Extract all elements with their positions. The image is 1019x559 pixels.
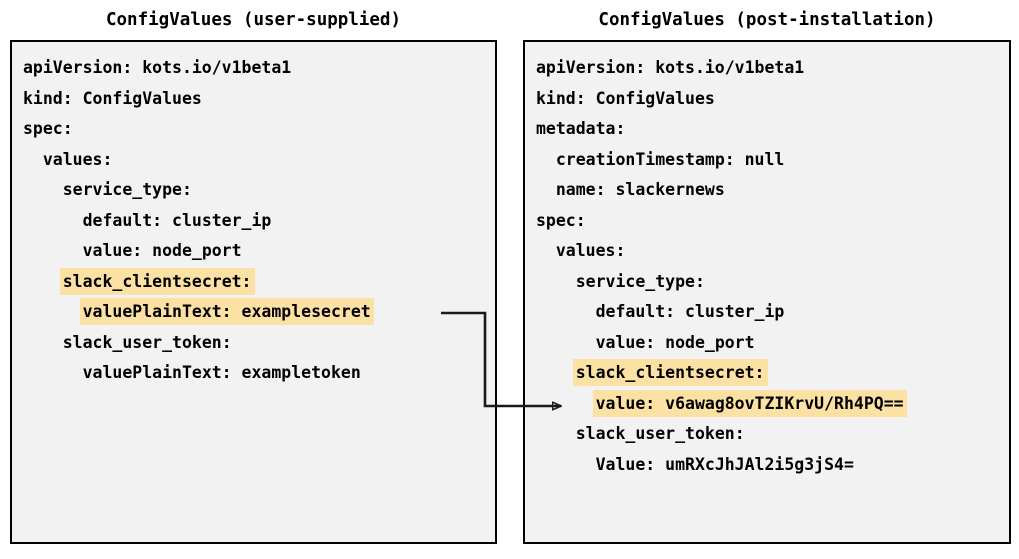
code-line: apiVersion: kots.io/v1beta1 xyxy=(525,53,905,84)
code-line: slack_user_token: xyxy=(525,419,905,450)
code-text: slack_clientsecret: xyxy=(61,269,253,293)
code-line: slack_clientsecret: xyxy=(12,267,372,298)
code-text: creationTimestamp: null xyxy=(555,149,785,169)
code-indent xyxy=(535,272,575,291)
code-line: valuePlainText: examplesecret xyxy=(12,297,372,328)
code-line: slack_user_token: xyxy=(12,328,372,359)
code-line: Value: umRXcJhJAl2i5g3jS4= xyxy=(525,450,905,481)
code-line: default: cluster_ip xyxy=(525,297,905,328)
code-panel-post-installation: apiVersion: kots.io/v1beta1 kind: ConfigV… xyxy=(523,40,1011,544)
code-line: valuePlainText: exampletoken xyxy=(12,358,372,389)
code-panel-user-supplied: apiVersion: kots.io/v1beta1 kind: ConfigV… xyxy=(10,40,497,544)
code-indent xyxy=(535,333,595,352)
code-text: Value: umRXcJhJAl2i5g3jS4= xyxy=(595,454,854,474)
code-line: kind: ConfigValues xyxy=(12,84,372,115)
code-text: default: cluster_ip xyxy=(595,302,785,321)
code-indent xyxy=(22,211,82,230)
code-indent xyxy=(535,455,595,474)
code-text: metadata: xyxy=(536,119,626,138)
code-line: service_type: xyxy=(12,175,372,206)
code-line: value: node_port xyxy=(525,328,905,359)
code-text: slack_user_token: xyxy=(575,424,745,443)
code-indent xyxy=(535,363,575,382)
code-text: valuePlainText: exampletoken xyxy=(82,363,361,382)
code-indent xyxy=(22,272,62,291)
code-line: metadata: xyxy=(525,114,905,145)
code-text: service_type: xyxy=(62,180,192,199)
code-text: value: v6awag8ovTZIKrvU/Rh4PQ== xyxy=(594,391,905,415)
code-text: kind: ConfigValues xyxy=(23,88,202,108)
code-indent xyxy=(535,241,555,260)
code-text: valuePlainText: examplesecret xyxy=(81,300,372,323)
code-text: spec: xyxy=(536,210,586,230)
panel-title-post-installation: ConfigValues (post-installation) xyxy=(598,10,936,30)
code-indent xyxy=(535,424,575,443)
code-indent xyxy=(22,333,62,352)
code-indent xyxy=(22,180,62,199)
code-line: spec: xyxy=(525,206,905,237)
code-text: default: cluster_ip xyxy=(82,210,272,230)
panel-title-user-supplied: ConfigValues (user-supplied) xyxy=(105,10,401,30)
code-text: values: xyxy=(42,149,113,169)
code-line: name: slackernews xyxy=(525,175,905,206)
code-block-user-supplied: apiVersion: kots.io/v1beta1 kind: ConfigV… xyxy=(12,42,372,389)
code-line: kind: ConfigValues xyxy=(525,84,905,115)
code-indent xyxy=(535,394,595,413)
code-indent xyxy=(22,302,82,321)
code-line: spec: xyxy=(12,114,372,145)
code-text: name: slackernews xyxy=(555,180,725,199)
code-block-post-installation: apiVersion: kots.io/v1beta1 kind: ConfigV… xyxy=(525,42,905,480)
code-text: apiVersion: kots.io/v1beta1 xyxy=(23,58,292,77)
code-text: value: node_port xyxy=(82,241,242,260)
code-text: service_type: xyxy=(575,271,705,291)
code-line: values: xyxy=(525,236,905,267)
code-line: value: node_port xyxy=(12,236,372,267)
code-line: default: cluster_ip xyxy=(12,206,372,237)
code-text: value: node_port xyxy=(595,332,755,352)
code-text: apiVersion: kots.io/v1beta1 xyxy=(536,58,805,77)
code-line: values: xyxy=(12,145,372,176)
code-text: slack_user_token: xyxy=(62,332,232,352)
code-indent xyxy=(22,241,82,260)
code-indent xyxy=(22,363,82,382)
code-indent xyxy=(535,180,555,199)
code-line: creationTimestamp: null xyxy=(525,145,905,176)
code-indent xyxy=(535,150,555,169)
code-text: spec: xyxy=(23,119,73,138)
code-text: values: xyxy=(555,241,626,260)
code-text: kind: ConfigValues xyxy=(536,88,715,108)
code-line: service_type: xyxy=(525,267,905,298)
code-line: apiVersion: kots.io/v1beta1 xyxy=(12,53,372,84)
code-indent xyxy=(22,150,42,169)
code-indent xyxy=(535,302,595,321)
code-line: slack_clientsecret: xyxy=(525,358,905,389)
code-text: slack_clientsecret: xyxy=(574,361,766,384)
code-line: value: v6awag8ovTZIKrvU/Rh4PQ== xyxy=(525,389,905,420)
